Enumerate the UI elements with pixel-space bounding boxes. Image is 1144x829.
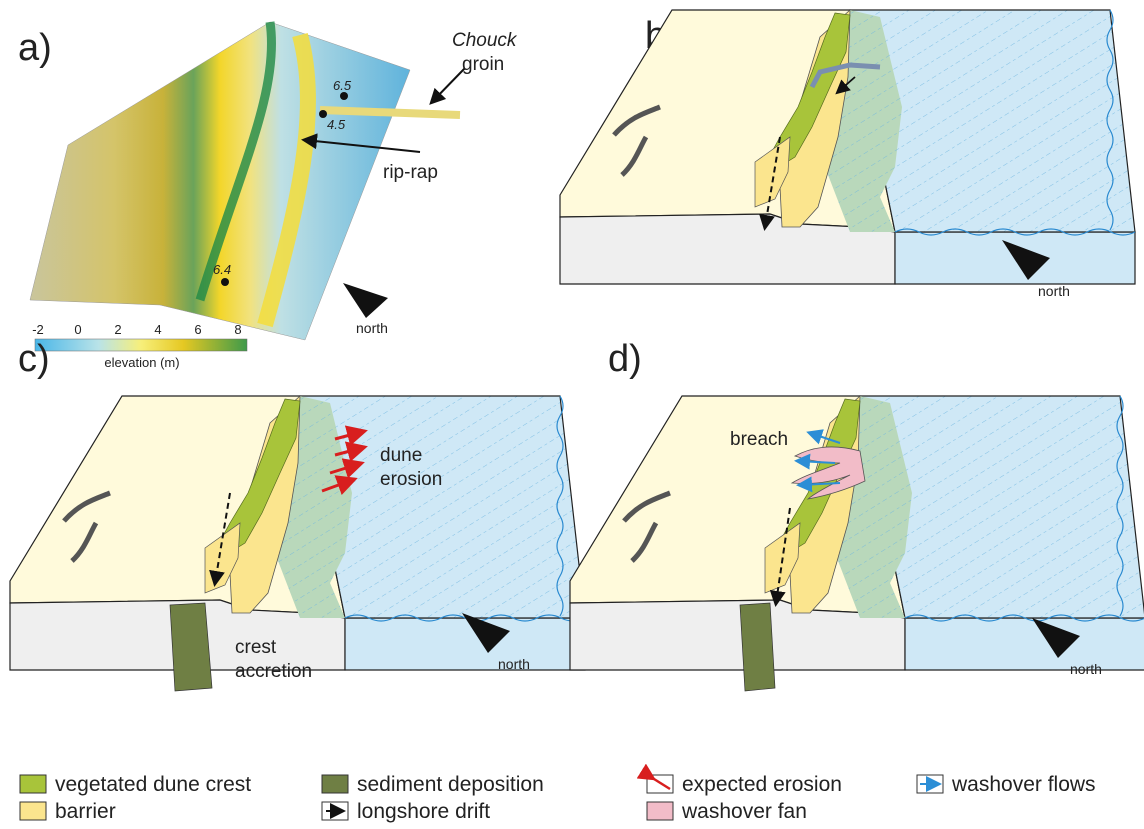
accretion-label: accretion <box>235 661 312 682</box>
colorbar-tick: 6 <box>194 322 201 337</box>
erosion-arrow <box>329 458 365 479</box>
north-arrow <box>462 613 510 653</box>
colorbar-title: elevation (m) <box>104 355 179 370</box>
north-label: north <box>1038 283 1070 299</box>
panel-a: a) Chouck groin rip-rap 6.5 4.5 6.4 nort… <box>18 21 518 370</box>
block-diagram-b <box>560 10 1135 284</box>
drift-arrow <box>759 136 781 231</box>
colorbar-tick: -2 <box>32 322 44 337</box>
panel-d: d) breach north <box>570 338 1144 692</box>
legend: vegetated dune crest barrier sediment de… <box>19 763 1096 823</box>
legend-label-washover-fan: washover fan <box>681 800 807 823</box>
panel-c-label: c) <box>18 338 50 380</box>
washover-flow <box>796 476 841 493</box>
point-marker <box>221 278 229 286</box>
legend-swatch-washover-fan <box>646 801 674 821</box>
panel-a-label: a) <box>18 27 52 69</box>
riprap-label: rip-rap <box>383 162 438 183</box>
dune-label: dune <box>380 445 422 466</box>
point-marker <box>340 92 348 100</box>
legend-label-washover-flows: washover flows <box>951 773 1096 796</box>
chouck-label: Chouck <box>452 30 518 51</box>
crest-label: crest <box>235 637 277 658</box>
block-diagram-c <box>10 396 585 692</box>
legend-swatch-barrier <box>19 801 47 821</box>
legend-label-sediment: sediment deposition <box>357 773 544 796</box>
dune-ridge <box>195 21 277 302</box>
riprap-arrow <box>301 133 421 153</box>
colorbar-tick: 4 <box>154 322 161 337</box>
legend-swatch-vegetated <box>19 774 47 794</box>
colorbar: -2 0 2 4 6 8 elevation (m) <box>32 322 248 370</box>
north-label: north <box>498 656 530 672</box>
panel-d-label: d) <box>608 338 642 380</box>
legend-label-barrier: barrier <box>55 800 116 823</box>
erosion-arrow <box>334 425 368 446</box>
panel-b: b) north <box>560 10 1135 299</box>
legend-label-erosion: expected erosion <box>682 773 842 796</box>
drift-arrow <box>209 492 231 587</box>
block-diagram-d <box>570 396 1144 692</box>
point-label: 6.4 <box>213 262 231 277</box>
erosion-legend-arrow <box>636 763 671 791</box>
beach-band <box>257 32 316 328</box>
erosion-arrow <box>334 441 368 462</box>
drift-arrow <box>769 507 791 607</box>
north-arrow <box>343 283 388 318</box>
north-label: north <box>1070 661 1102 677</box>
point-label: 4.5 <box>327 117 346 132</box>
legend-label-drift: longshore drift <box>357 800 490 823</box>
groin-arrow <box>429 67 466 105</box>
groin <box>319 106 461 119</box>
sediment-deposition <box>739 602 776 692</box>
groin-structure <box>809 62 881 89</box>
panel-c: c) dune erosion crest accretion north <box>10 338 585 692</box>
colorbar-tick: 2 <box>114 322 121 337</box>
washover-flow <box>794 453 836 470</box>
north-arrow <box>1032 618 1080 658</box>
sediment-deposition <box>169 602 213 692</box>
groin-label: groin <box>462 54 504 75</box>
erosion-label: erosion <box>380 469 442 490</box>
breach-label: breach <box>730 429 788 450</box>
colorbar-tick: 8 <box>234 322 241 337</box>
north-arrow <box>1002 240 1050 280</box>
legend-swatch-sediment <box>321 774 349 794</box>
legend-label-vegetated: vegetated dune crest <box>55 773 251 796</box>
colorbar-tick: 0 <box>74 322 81 337</box>
erosion-arrow <box>321 475 358 496</box>
north-label: north <box>356 320 388 336</box>
washover-flow <box>806 429 841 445</box>
drift-arrow <box>835 76 856 95</box>
point-marker <box>319 110 327 118</box>
point-label: 6.5 <box>333 78 352 93</box>
